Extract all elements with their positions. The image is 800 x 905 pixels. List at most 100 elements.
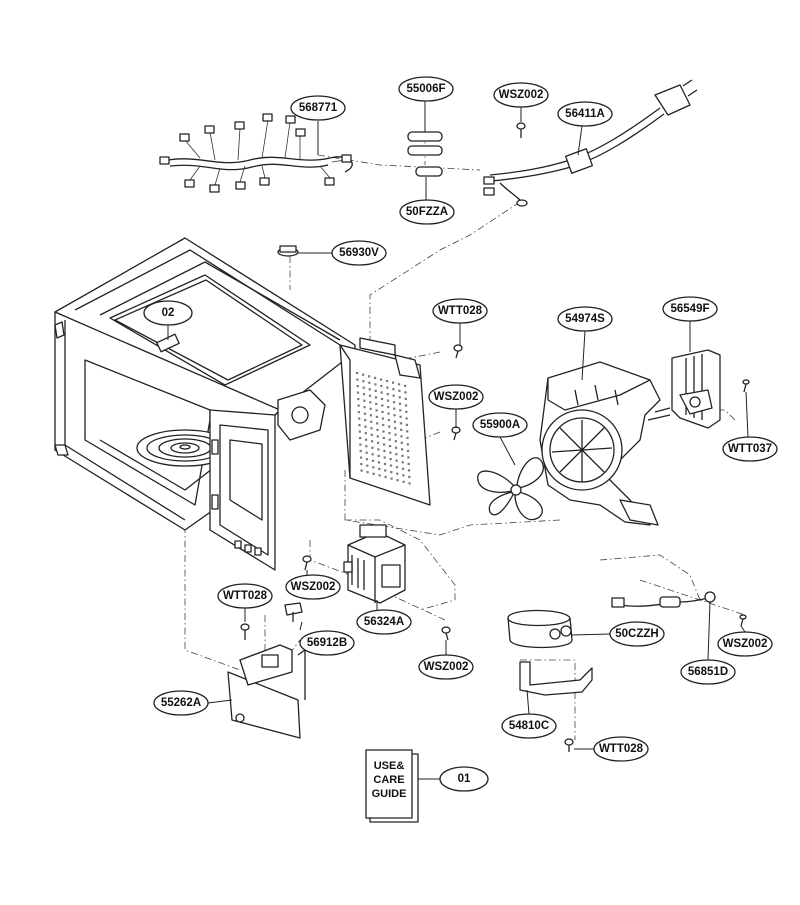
grille-hole xyxy=(389,458,392,461)
label-01: 01 xyxy=(439,766,489,792)
grille-hole xyxy=(359,456,363,459)
svg-text:WSZ002: WSZ002 xyxy=(434,391,479,403)
capacitor xyxy=(507,609,573,649)
svg-text:WSZ002: WSZ002 xyxy=(723,638,768,650)
grille-hole xyxy=(381,417,384,420)
grille-hole xyxy=(386,386,389,389)
grille-hole xyxy=(356,391,360,394)
grille-hole xyxy=(366,471,369,474)
grille-hole xyxy=(389,451,392,454)
grille-hole xyxy=(393,407,396,410)
grille-hole xyxy=(364,425,367,428)
grille-hole xyxy=(357,404,360,407)
grille-hole xyxy=(360,469,363,472)
label-56549F: 56549F xyxy=(662,296,718,322)
svg-text:WTT028: WTT028 xyxy=(599,743,644,755)
grille-hole xyxy=(364,432,367,435)
grille-hole xyxy=(395,466,399,469)
grille-hole xyxy=(375,409,378,412)
grille-hole xyxy=(369,414,372,417)
grille-hole xyxy=(408,482,411,485)
grille-hole xyxy=(380,384,383,388)
grille-hole xyxy=(359,443,362,446)
label-WSZ002-left: WSZ002 xyxy=(285,574,341,600)
grille-hole xyxy=(374,383,377,386)
label-568771: 568771 xyxy=(290,95,346,121)
label-WTT037: WTT037 xyxy=(722,436,778,462)
grille-hole xyxy=(386,380,389,383)
svg-text:55262A: 55262A xyxy=(161,697,201,709)
grille-hole xyxy=(366,464,369,467)
svg-text:56411A: 56411A xyxy=(565,108,605,120)
grille-hole xyxy=(370,427,373,430)
grille-hole xyxy=(395,453,398,456)
grille-hole xyxy=(398,402,402,405)
grille-hole xyxy=(394,433,397,436)
grille-hole xyxy=(406,436,409,439)
grille-hole xyxy=(378,474,381,477)
label-54810C: 54810C xyxy=(501,713,557,739)
grille-hole xyxy=(383,462,387,466)
grille-hole xyxy=(400,428,403,431)
grille-hole xyxy=(387,406,390,409)
label-56912B: 56912B xyxy=(299,630,355,656)
grille-hole xyxy=(396,479,399,482)
assembly-guide-lines xyxy=(184,132,746,740)
grille-hole xyxy=(376,428,379,431)
grille-hole xyxy=(401,448,404,451)
grille-hole xyxy=(375,415,378,418)
grille-hole xyxy=(358,424,361,427)
grille-hole xyxy=(363,412,366,415)
grille-hole xyxy=(383,456,386,459)
label-56324A: 56324A xyxy=(356,609,412,635)
grille-hole xyxy=(359,450,362,453)
capacitor-bracket xyxy=(519,661,593,752)
fan-motor xyxy=(647,349,750,429)
label-56851D: 56851D xyxy=(680,659,736,685)
grille-hole xyxy=(407,469,411,472)
grille-hole xyxy=(388,438,391,441)
grille-hole xyxy=(380,378,383,381)
grille-hole xyxy=(400,435,403,438)
grille-hole xyxy=(393,420,396,423)
grille-hole xyxy=(407,449,410,452)
grille-hole xyxy=(377,441,380,444)
grille-hole xyxy=(358,430,361,433)
grille-hole xyxy=(381,410,384,414)
grille-hole xyxy=(376,422,379,425)
grille-hole xyxy=(393,414,396,417)
svg-text:56851D: 56851D xyxy=(688,666,728,678)
grille-hole xyxy=(362,393,366,396)
grille-hole xyxy=(398,383,401,386)
grille-hole xyxy=(384,475,387,479)
part-labels: 568771 55006F WSZ002 56411A 50FZZA 56930… xyxy=(143,76,778,792)
grille-hole xyxy=(396,472,399,475)
fan-duct xyxy=(539,361,661,526)
use-care-guide-booklet: USE& CARE GUIDE xyxy=(365,749,419,823)
fuses xyxy=(407,131,443,177)
grille-hole xyxy=(371,459,375,462)
svg-text:54810C: 54810C xyxy=(509,720,549,732)
grille-hole xyxy=(407,456,410,459)
grille-hole xyxy=(392,401,396,404)
grille-hole xyxy=(382,436,385,440)
svg-text:55006F: 55006F xyxy=(406,83,445,95)
oven-cavity xyxy=(54,237,431,571)
grille-hole xyxy=(360,463,363,466)
grille-hole xyxy=(383,449,386,453)
label-WTT028-bottom: WTT028 xyxy=(593,736,649,762)
grille-hole xyxy=(368,394,372,397)
grille-hole xyxy=(405,423,408,426)
grille-hole xyxy=(389,445,392,448)
grille-hole xyxy=(365,438,368,441)
label-50CZZH: 50CZZH xyxy=(609,621,665,647)
booklet-line-2: CARE xyxy=(373,774,404,786)
label-54974S: 54974S xyxy=(557,306,613,332)
grille-hole xyxy=(356,372,359,375)
label-50FZZA: 50FZZA xyxy=(399,199,455,225)
grille-hole xyxy=(359,437,362,440)
label-55006F: 55006F xyxy=(398,76,454,102)
label-56930V: 56930V xyxy=(331,240,387,266)
svg-text:WTT037: WTT037 xyxy=(728,443,772,455)
grille-hole xyxy=(365,445,368,448)
